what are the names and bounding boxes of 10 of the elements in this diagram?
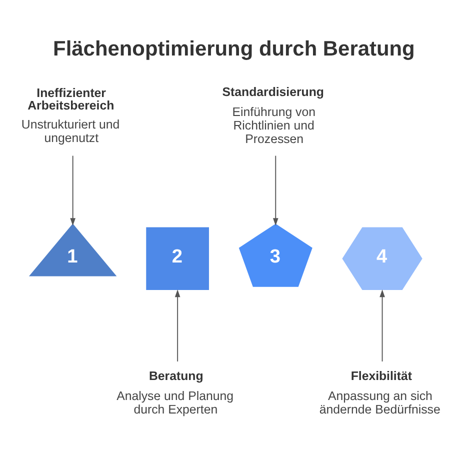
arrow [70,155,76,226]
arrow [174,290,180,362]
node-text: Standardisierung Einführung von Richtlinien und Prozessen [222,85,324,146]
node-box: 2 [146,227,209,290]
arrow [380,290,385,362]
node-text: Beratung Analyse und Planung durch Experten [116,368,234,416]
node-text: Ineffizienter Arbeitsbereich Unstrukturiert und ungenutzt [21,86,120,145]
arrow [272,155,278,226]
node-text: Flexibilität Anpassung an sich ändernde Bedürfnisse [319,368,440,416]
diagram-title: Flächenoptimierung durch Beratung [53,37,415,60]
